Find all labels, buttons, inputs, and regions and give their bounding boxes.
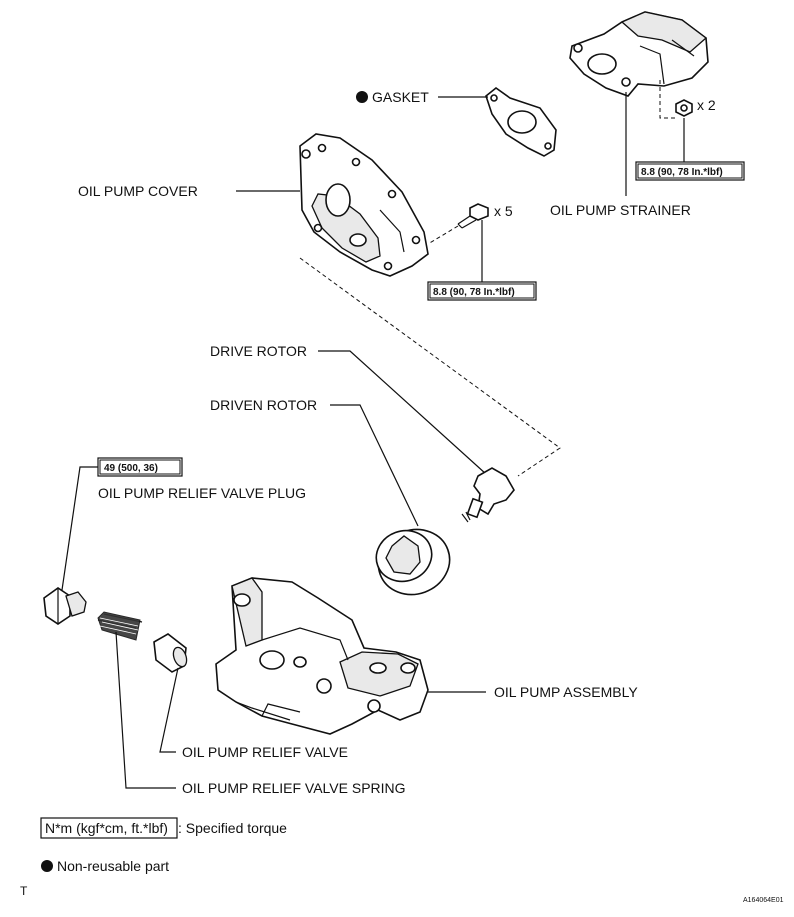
strainer-nut-torque-box bbox=[635, 161, 745, 181]
driven-rotor-label: DRIVEN ROTOR bbox=[210, 397, 317, 413]
strainer-nut-quantity: x 2 bbox=[697, 97, 716, 113]
assembly-alignment-dash bbox=[299, 257, 561, 477]
strainer-nut-part bbox=[675, 99, 693, 117]
legend-torque-box bbox=[40, 817, 178, 839]
relief-valve-label: OIL PUMP RELIEF VALVE bbox=[182, 744, 348, 760]
oil-pump-assembly-label: OIL PUMP ASSEMBLY bbox=[494, 684, 638, 700]
relief-valve-plug-part bbox=[43, 587, 87, 625]
relief-valve-spring-leader bbox=[115, 631, 176, 789]
relief-plug-leader bbox=[61, 466, 98, 591]
oil-pump-strainer-part bbox=[569, 11, 709, 97]
relief-valve-plug-label: OIL PUMP RELIEF VALVE PLUG bbox=[98, 485, 306, 501]
figure-id: A164064E01 bbox=[743, 897, 784, 904]
legend-torque-desc: : Specified torque bbox=[178, 820, 287, 836]
strainer-nut-leader-dash bbox=[659, 80, 676, 119]
gasket-label: GASKET bbox=[372, 89, 429, 105]
driven-rotor-part bbox=[375, 528, 451, 596]
oil-pump-strainer-label: OIL PUMP STRAINER bbox=[550, 202, 691, 218]
cover-bolt-part bbox=[457, 203, 489, 229]
gasket-part bbox=[485, 86, 557, 157]
relief-valve-leader bbox=[159, 667, 179, 753]
drive-rotor-part bbox=[461, 467, 515, 523]
cover-bolt-torque-value: 8.8 (90, 78 In.*lbf) bbox=[433, 287, 515, 298]
oil-pump-cover-part bbox=[299, 133, 429, 277]
relief-valve-part bbox=[153, 633, 188, 673]
relief-valve-spring-label: OIL PUMP RELIEF VALVE SPRING bbox=[182, 780, 406, 796]
legend-non-reusable-text: Non-reusable part bbox=[57, 858, 169, 874]
cover-bolt-dash bbox=[427, 225, 459, 245]
legend-torque-unit: N*m (kgf*cm, ft.*lbf) bbox=[45, 820, 168, 836]
oil-pump-assembly-part bbox=[215, 577, 429, 735]
relief-valve-spring-part bbox=[97, 611, 143, 641]
legend-non-reusable-dot bbox=[41, 860, 53, 872]
gasket-non-reusable-dot bbox=[356, 91, 368, 103]
strainer-nut-torque-value: 8.8 (90, 78 In.*lbf) bbox=[641, 167, 723, 178]
corner-left-mark: T bbox=[20, 884, 28, 898]
driven-rotor-leader bbox=[330, 404, 419, 527]
relief-plug-torque-value: 49 (500, 36) bbox=[104, 463, 158, 474]
cover-bolt-torque-box bbox=[427, 281, 537, 301]
oil-pump-cover-label: OIL PUMP COVER bbox=[78, 183, 198, 199]
cover-bolt-quantity: x 5 bbox=[494, 203, 513, 219]
drive-rotor-leader bbox=[318, 350, 487, 475]
drive-rotor-label: DRIVE ROTOR bbox=[210, 343, 307, 359]
